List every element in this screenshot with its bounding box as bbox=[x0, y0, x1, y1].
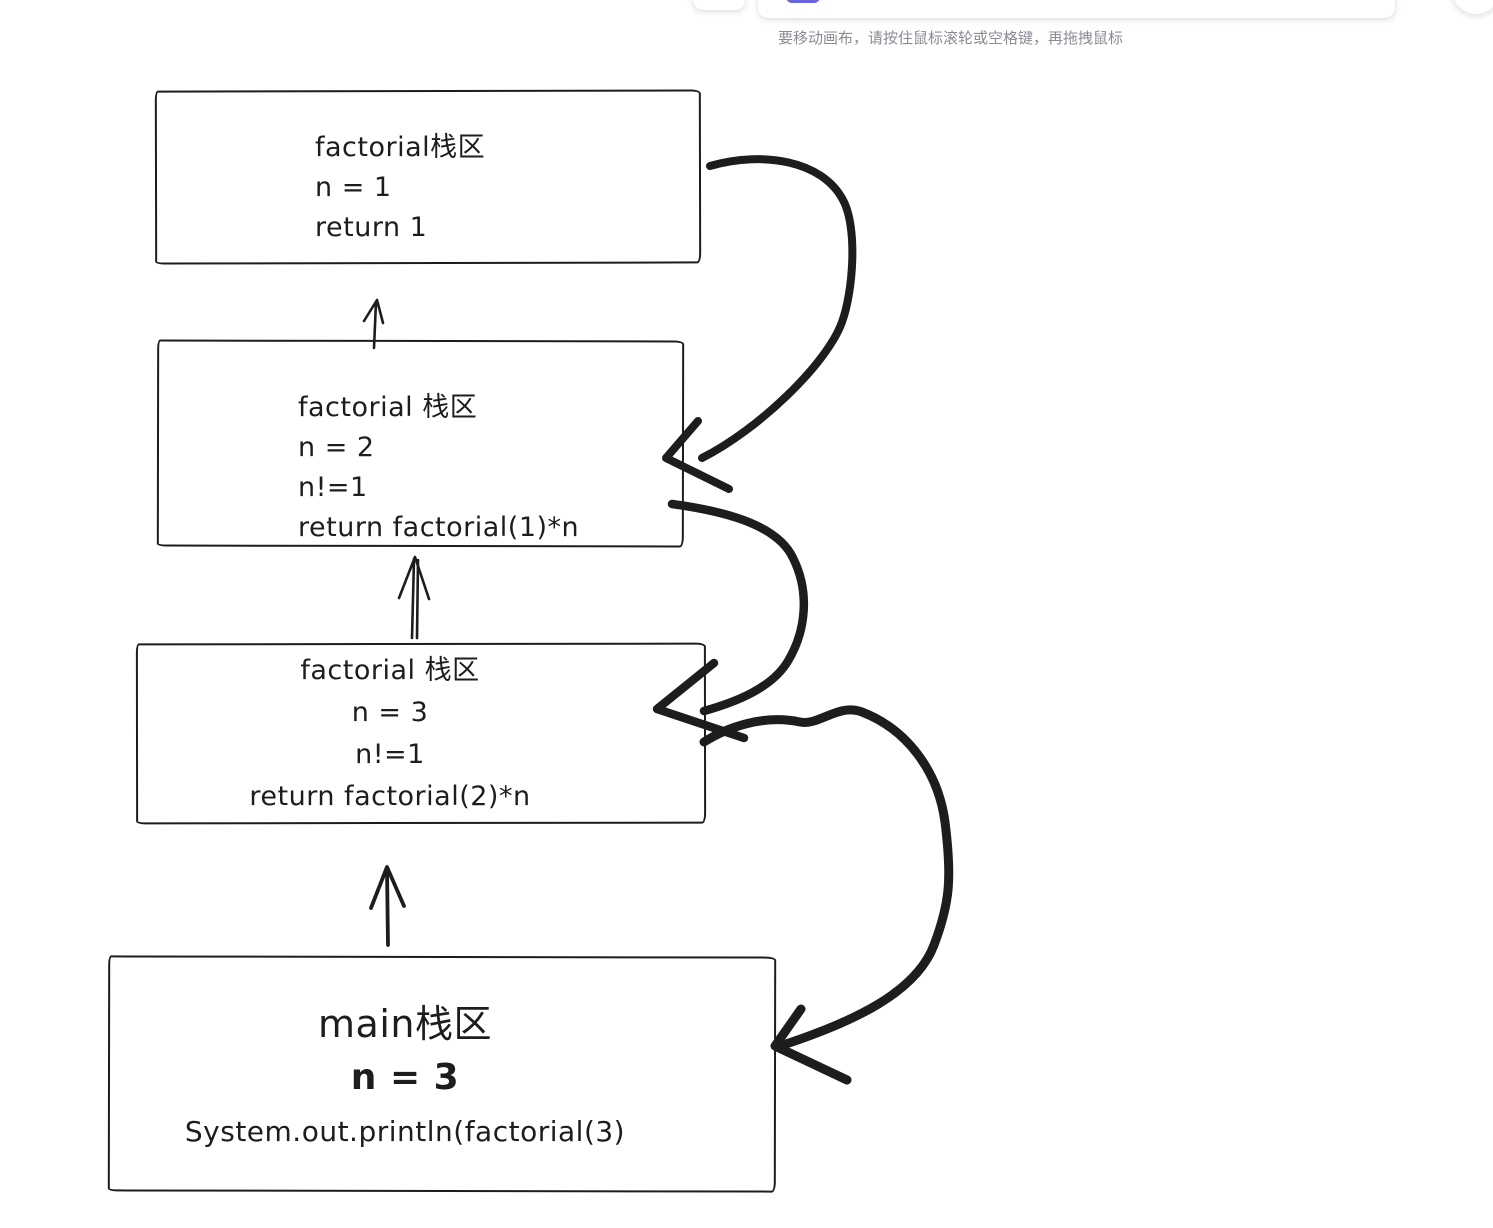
canvas-pan-hint: 要移动画布，请按住鼠标滚轮或空格键，再拖拽鼠标 bbox=[778, 30, 1124, 47]
toolbar[interactable] bbox=[758, 0, 1395, 18]
frame4-title: main栈区 bbox=[318, 1002, 492, 1046]
stack-frame-text-factorial-n2[interactable]: factorial 栈区 n = 2 n!=1 return factorial… bbox=[298, 388, 579, 548]
help-button[interactable] bbox=[1452, 0, 1493, 14]
frame4-line2: n = 3 bbox=[350, 1057, 460, 1098]
frame2-line4: return factorial(1)*n bbox=[298, 512, 580, 543]
frame3-line2: n = 3 bbox=[351, 697, 429, 728]
arrow-return-n3-to-main[interactable] bbox=[699, 705, 954, 1085]
frame1-line3: return 1 bbox=[315, 212, 428, 243]
frame2-line2: n = 2 bbox=[298, 432, 375, 463]
arrow-return-n1-to-n2[interactable] bbox=[662, 155, 857, 493]
stack-frame-text-factorial-n1[interactable]: factorial栈区 n = 1 return 1 bbox=[315, 128, 485, 248]
arrow-return-n2-to-n3[interactable] bbox=[652, 499, 809, 743]
frame3-line3: n!=1 bbox=[355, 739, 425, 770]
selected-tool-indicator[interactable] bbox=[786, 0, 820, 3]
arrow-call-n2-to-n1[interactable] bbox=[362, 298, 385, 350]
frame3-line4: return factorial(2)*n bbox=[249, 781, 531, 812]
menu-island[interactable] bbox=[693, 0, 745, 10]
arrow-call-main-to-n3[interactable] bbox=[369, 865, 406, 947]
frame2-title: factorial 栈区 bbox=[298, 392, 478, 423]
frame1-title: factorial栈区 bbox=[315, 132, 486, 163]
frame3-title: factorial 栈区 bbox=[300, 655, 480, 686]
stack-frame-text-main[interactable]: main栈区 n = 3 System.out.println(factoria… bbox=[125, 998, 685, 1158]
frame1-line2: n = 1 bbox=[315, 172, 392, 203]
arrow-call-n3-to-n2[interactable] bbox=[397, 555, 431, 640]
frame2-line3: n!=1 bbox=[298, 472, 368, 503]
stack-frame-text-factorial-n3[interactable]: factorial 栈区 n = 3 n!=1 return factorial… bbox=[110, 650, 670, 818]
frame4-line3: System.out.println(factorial(3) bbox=[184, 1115, 626, 1148]
